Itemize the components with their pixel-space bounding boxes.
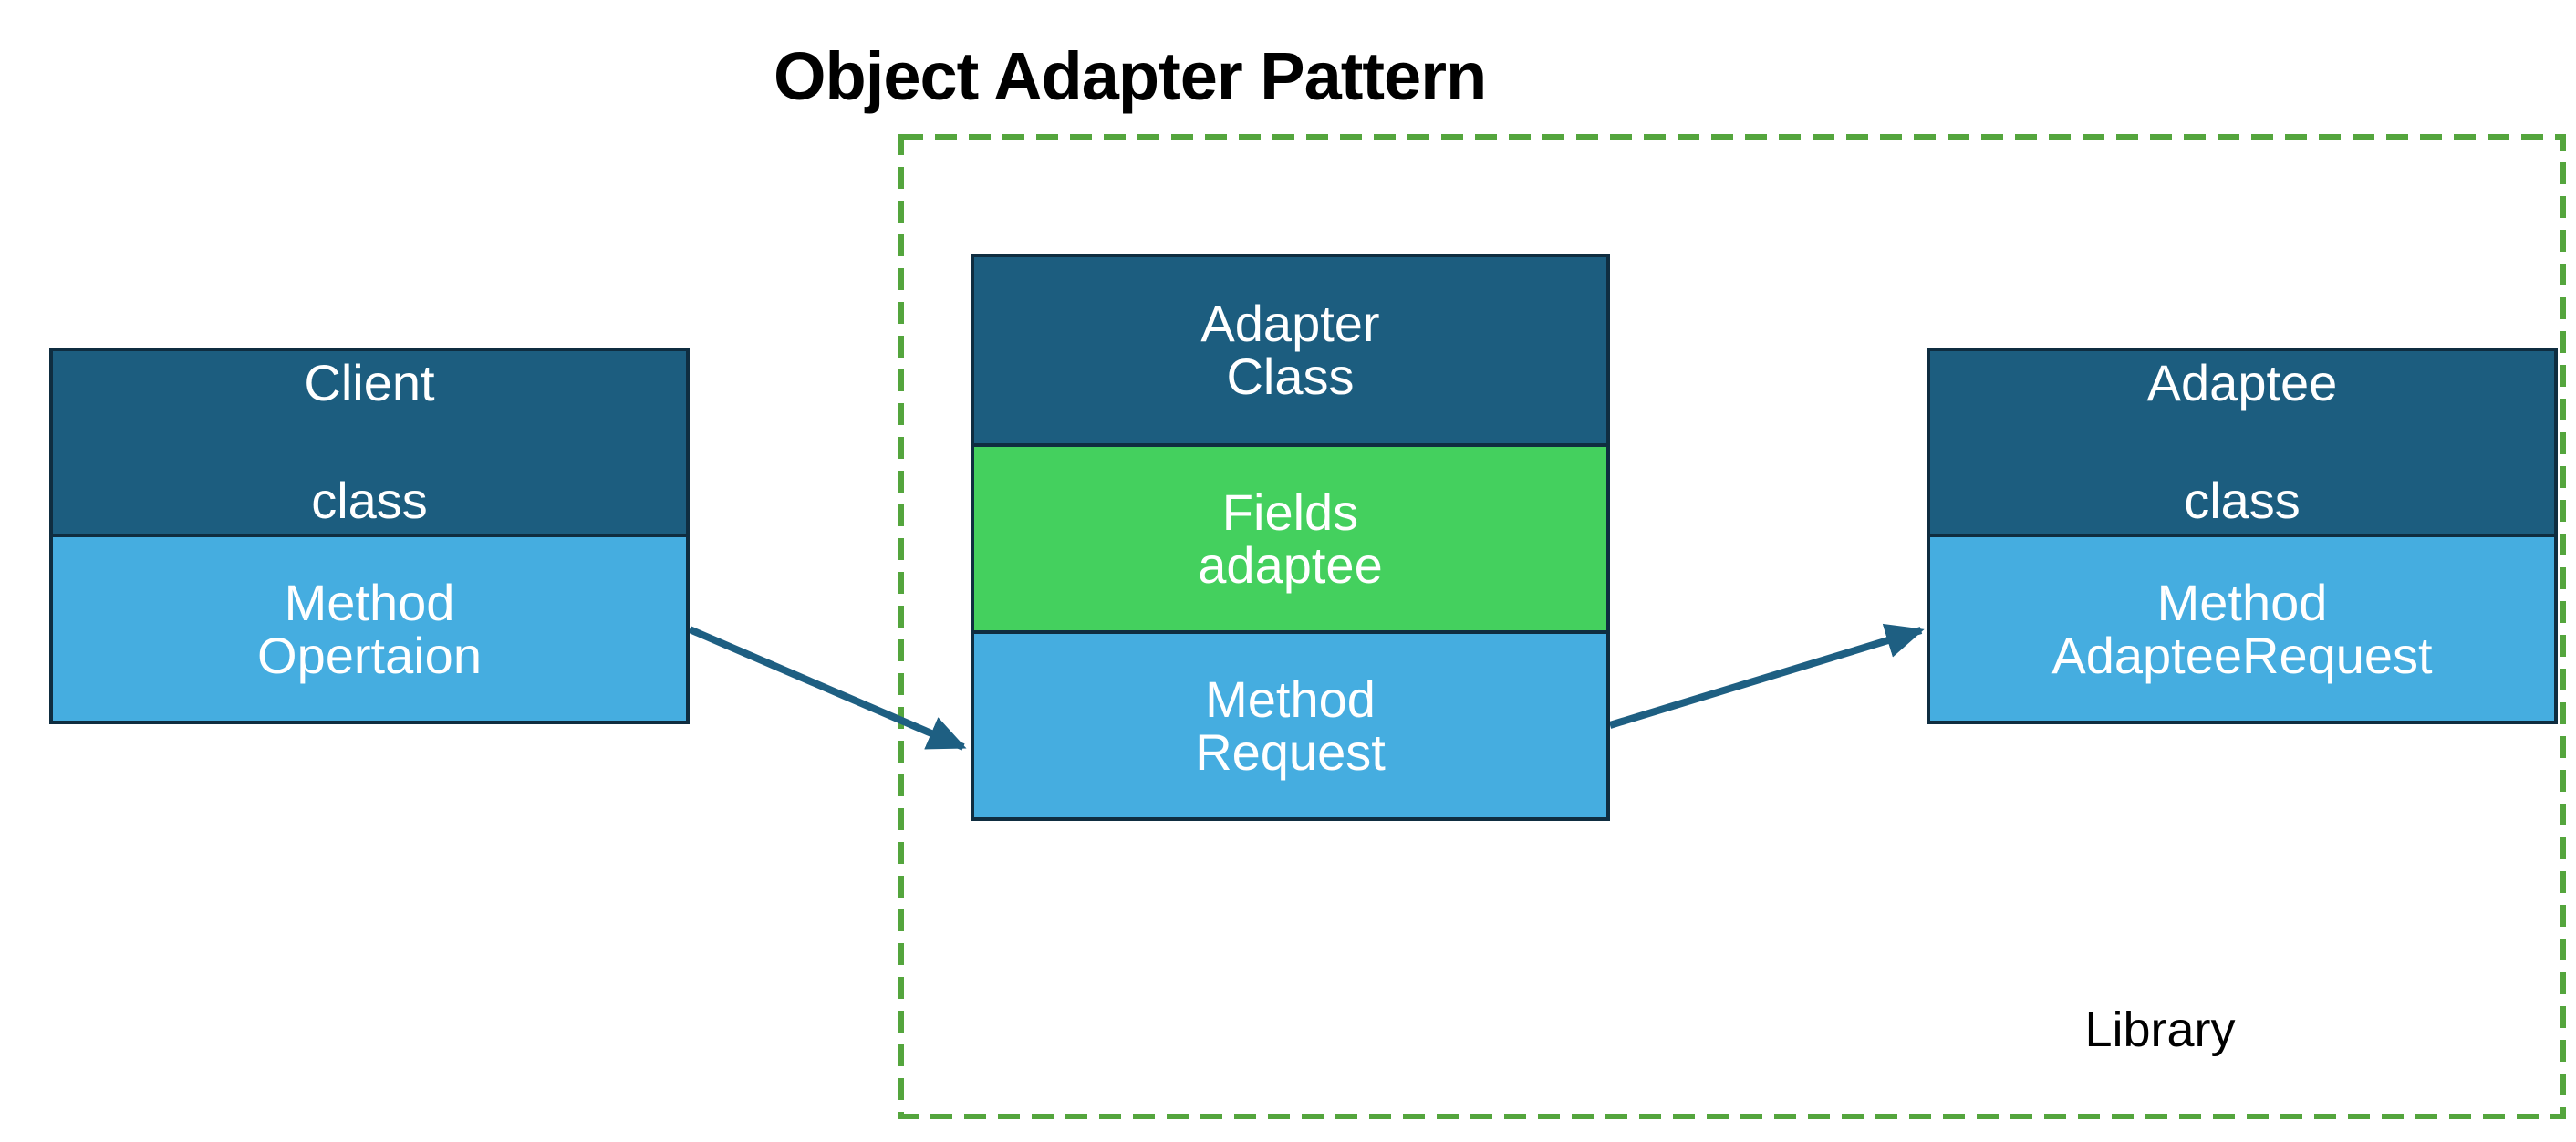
adaptee-method-line: Method	[2156, 573, 2328, 631]
adaptee-header-section: Adaptee class	[1930, 351, 2554, 534]
adaptee-method-line: AdapteeRequest	[2051, 626, 2433, 684]
page-title: Object Adapter Pattern	[774, 38, 1487, 114]
adapter-fields-line: Fields	[1221, 483, 1359, 541]
client-class-box: Client class Method Opertaion	[49, 348, 690, 724]
adapter-class-label: Class	[1226, 348, 1355, 405]
adaptee-class-box: Adaptee class Method AdapteeRequest	[1927, 348, 2558, 724]
adapter-method-line: Method	[1205, 670, 1376, 728]
adaptee-class-label: class	[2184, 472, 2301, 529]
client-header-section: Client class	[53, 351, 686, 534]
adaptee-name-label: Adaptee	[2146, 354, 2338, 411]
adaptee-method-section: Method AdapteeRequest	[1930, 534, 2554, 721]
adapter-fields-section: Fields adaptee	[974, 443, 1606, 630]
library-label: Library	[2084, 1002, 2236, 1057]
adapter-method-line: Request	[1195, 722, 1386, 781]
client-name-label: Client	[304, 354, 435, 411]
adapter-method-section: Method Request	[974, 630, 1606, 817]
library-boundary-dashed	[898, 134, 2566, 1119]
client-method-section: Method Opertaion	[53, 534, 686, 721]
client-method-line: Method	[284, 573, 455, 631]
adapter-class-box: Adapter Class Fields adaptee Method Requ…	[971, 254, 1610, 821]
adapter-header-section: Adapter Class	[974, 257, 1606, 443]
arrow-client-to-adapter	[688, 626, 967, 751]
adapter-name-label: Adapter	[1200, 295, 1380, 352]
client-method-line: Opertaion	[257, 626, 482, 684]
client-class-label: class	[311, 472, 428, 529]
arrow-adapter-to-adaptee	[1608, 623, 1925, 729]
adapter-fields-line: adaptee	[1198, 535, 1383, 594]
